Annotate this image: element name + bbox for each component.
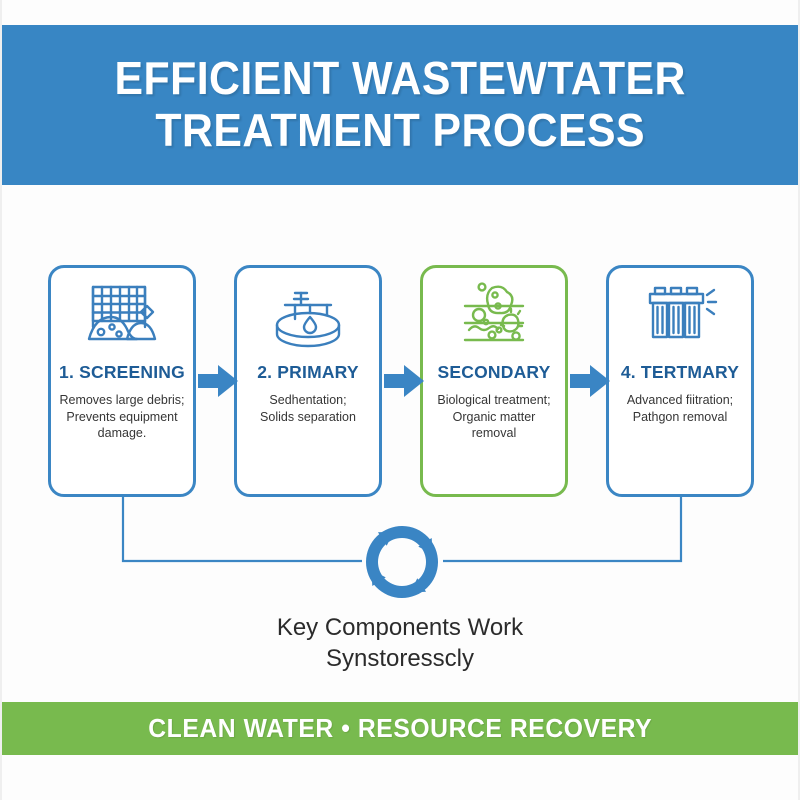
step-title: 4. TERTMARY <box>620 362 740 382</box>
step-description: Removes large debris; Prevents equipment… <box>59 393 185 440</box>
step-card-secondary[interactable]: SECONDARY Biological treatment; Organic … <box>420 265 568 497</box>
step-card-screening[interactable]: 1. SCREENING Removes large debris; Preve… <box>48 265 196 497</box>
screen-grid-debris-icon <box>51 268 193 360</box>
arrow-right-icon <box>384 365 424 397</box>
step-title: 1. SCREENING <box>59 362 185 382</box>
step-title: SECONDARY <box>437 362 551 382</box>
step-description: Biological treatment; Organic matter rem… <box>437 393 551 440</box>
filter-cartridges-icon <box>609 268 751 360</box>
page-title: EFFICIENT WASTEWTATER TREATMENT PROCESS <box>114 52 686 156</box>
step-card-tertiary[interactable]: 4. TERTMARY Advanced fiitration; Pathgon… <box>606 265 754 497</box>
cycle-caption: Key Components Work Synstoresscly <box>276 614 524 673</box>
microbes-biological-icon <box>423 268 565 360</box>
step-title: 2. PRIMARY <box>257 362 359 382</box>
step-card-primary[interactable]: 2. PRIMARY Sedhentation; Solids separati… <box>234 265 382 497</box>
footer-banner: CLEAN WATER • RESOURCE RECOVERY <box>2 702 798 755</box>
arrow-right-icon <box>570 365 610 397</box>
header-banner: EFFICIENT WASTEWTATER TREATMENT PROCESS <box>2 25 798 185</box>
arrow-right-icon <box>198 365 238 397</box>
step-description: Advanced fiitration; Pathgon removal <box>626 393 734 424</box>
process-steps-row: 1. SCREENING Removes large debris; Preve… <box>48 265 756 497</box>
clarifier-tank-icon <box>237 268 379 360</box>
flow-arrow-2 <box>384 365 424 397</box>
footer-tagline: CLEAN WATER • RESOURCE RECOVERY <box>148 713 652 743</box>
flow-arrow-3 <box>570 365 610 397</box>
circular-arrows-recycle-icon <box>360 520 444 604</box>
flow-arrow-1 <box>198 365 238 397</box>
step-description: Sedhentation; Solids separation <box>260 393 356 424</box>
